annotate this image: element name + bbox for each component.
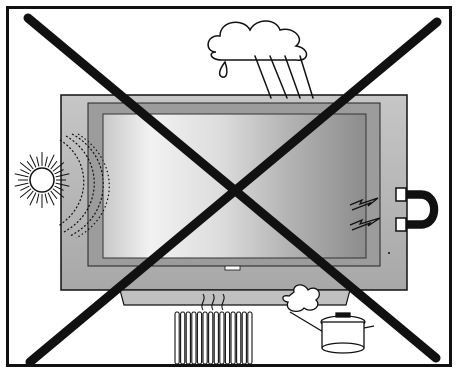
radiator-icon (174, 293, 253, 365)
sun-ray (36, 156, 40, 167)
sun-ray (19, 188, 32, 198)
radiator-fin (174, 311, 180, 365)
sun-ray (47, 192, 55, 206)
sun-ray (44, 156, 48, 167)
sun-ray (52, 162, 65, 172)
sun-ray (54, 169, 64, 175)
sun-ray (14, 182, 29, 187)
radiator-fin (219, 311, 225, 365)
sun-ray (14, 173, 29, 178)
sun-ray (36, 193, 40, 204)
radiator-fin (241, 311, 247, 365)
sun-ray (50, 190, 58, 200)
radiator-fin (236, 311, 242, 365)
sun-heat-icon (14, 133, 110, 239)
sun-ray (26, 160, 34, 170)
sun-ray (20, 169, 30, 175)
radiator-fin (196, 311, 203, 365)
radiator-fin (202, 311, 208, 365)
rain-cloud-icon (207, 20, 314, 99)
sun-ray (55, 182, 70, 187)
sun-ray (50, 160, 58, 170)
cooking-pot-steam-icon (282, 284, 375, 354)
radiator-fin (230, 311, 236, 365)
sun-ray (19, 162, 32, 172)
sun-ray (29, 192, 37, 206)
sun-ray (52, 188, 65, 198)
tv-indicator-dot (388, 252, 390, 254)
sun-ray (20, 185, 30, 191)
radiator-fin (224, 311, 231, 365)
tv-logo-badge (224, 265, 241, 271)
radiator-fin (185, 311, 191, 365)
sun-ray (29, 154, 37, 168)
diagram-border (6, 6, 452, 367)
sun-ray (54, 185, 64, 191)
radiator-fin (191, 311, 197, 365)
cross-out-icon (23, 13, 442, 367)
tv-set (60, 94, 408, 306)
sun-ray (47, 154, 55, 168)
sun-ray (44, 193, 48, 204)
radiator-fin (213, 311, 219, 365)
radiator-fin (180, 311, 186, 365)
radiator-fin (247, 311, 253, 365)
sun-ray (55, 173, 70, 178)
radiator-fin (208, 311, 214, 365)
sun-ray (26, 190, 34, 200)
magnet-icon (349, 187, 439, 232)
